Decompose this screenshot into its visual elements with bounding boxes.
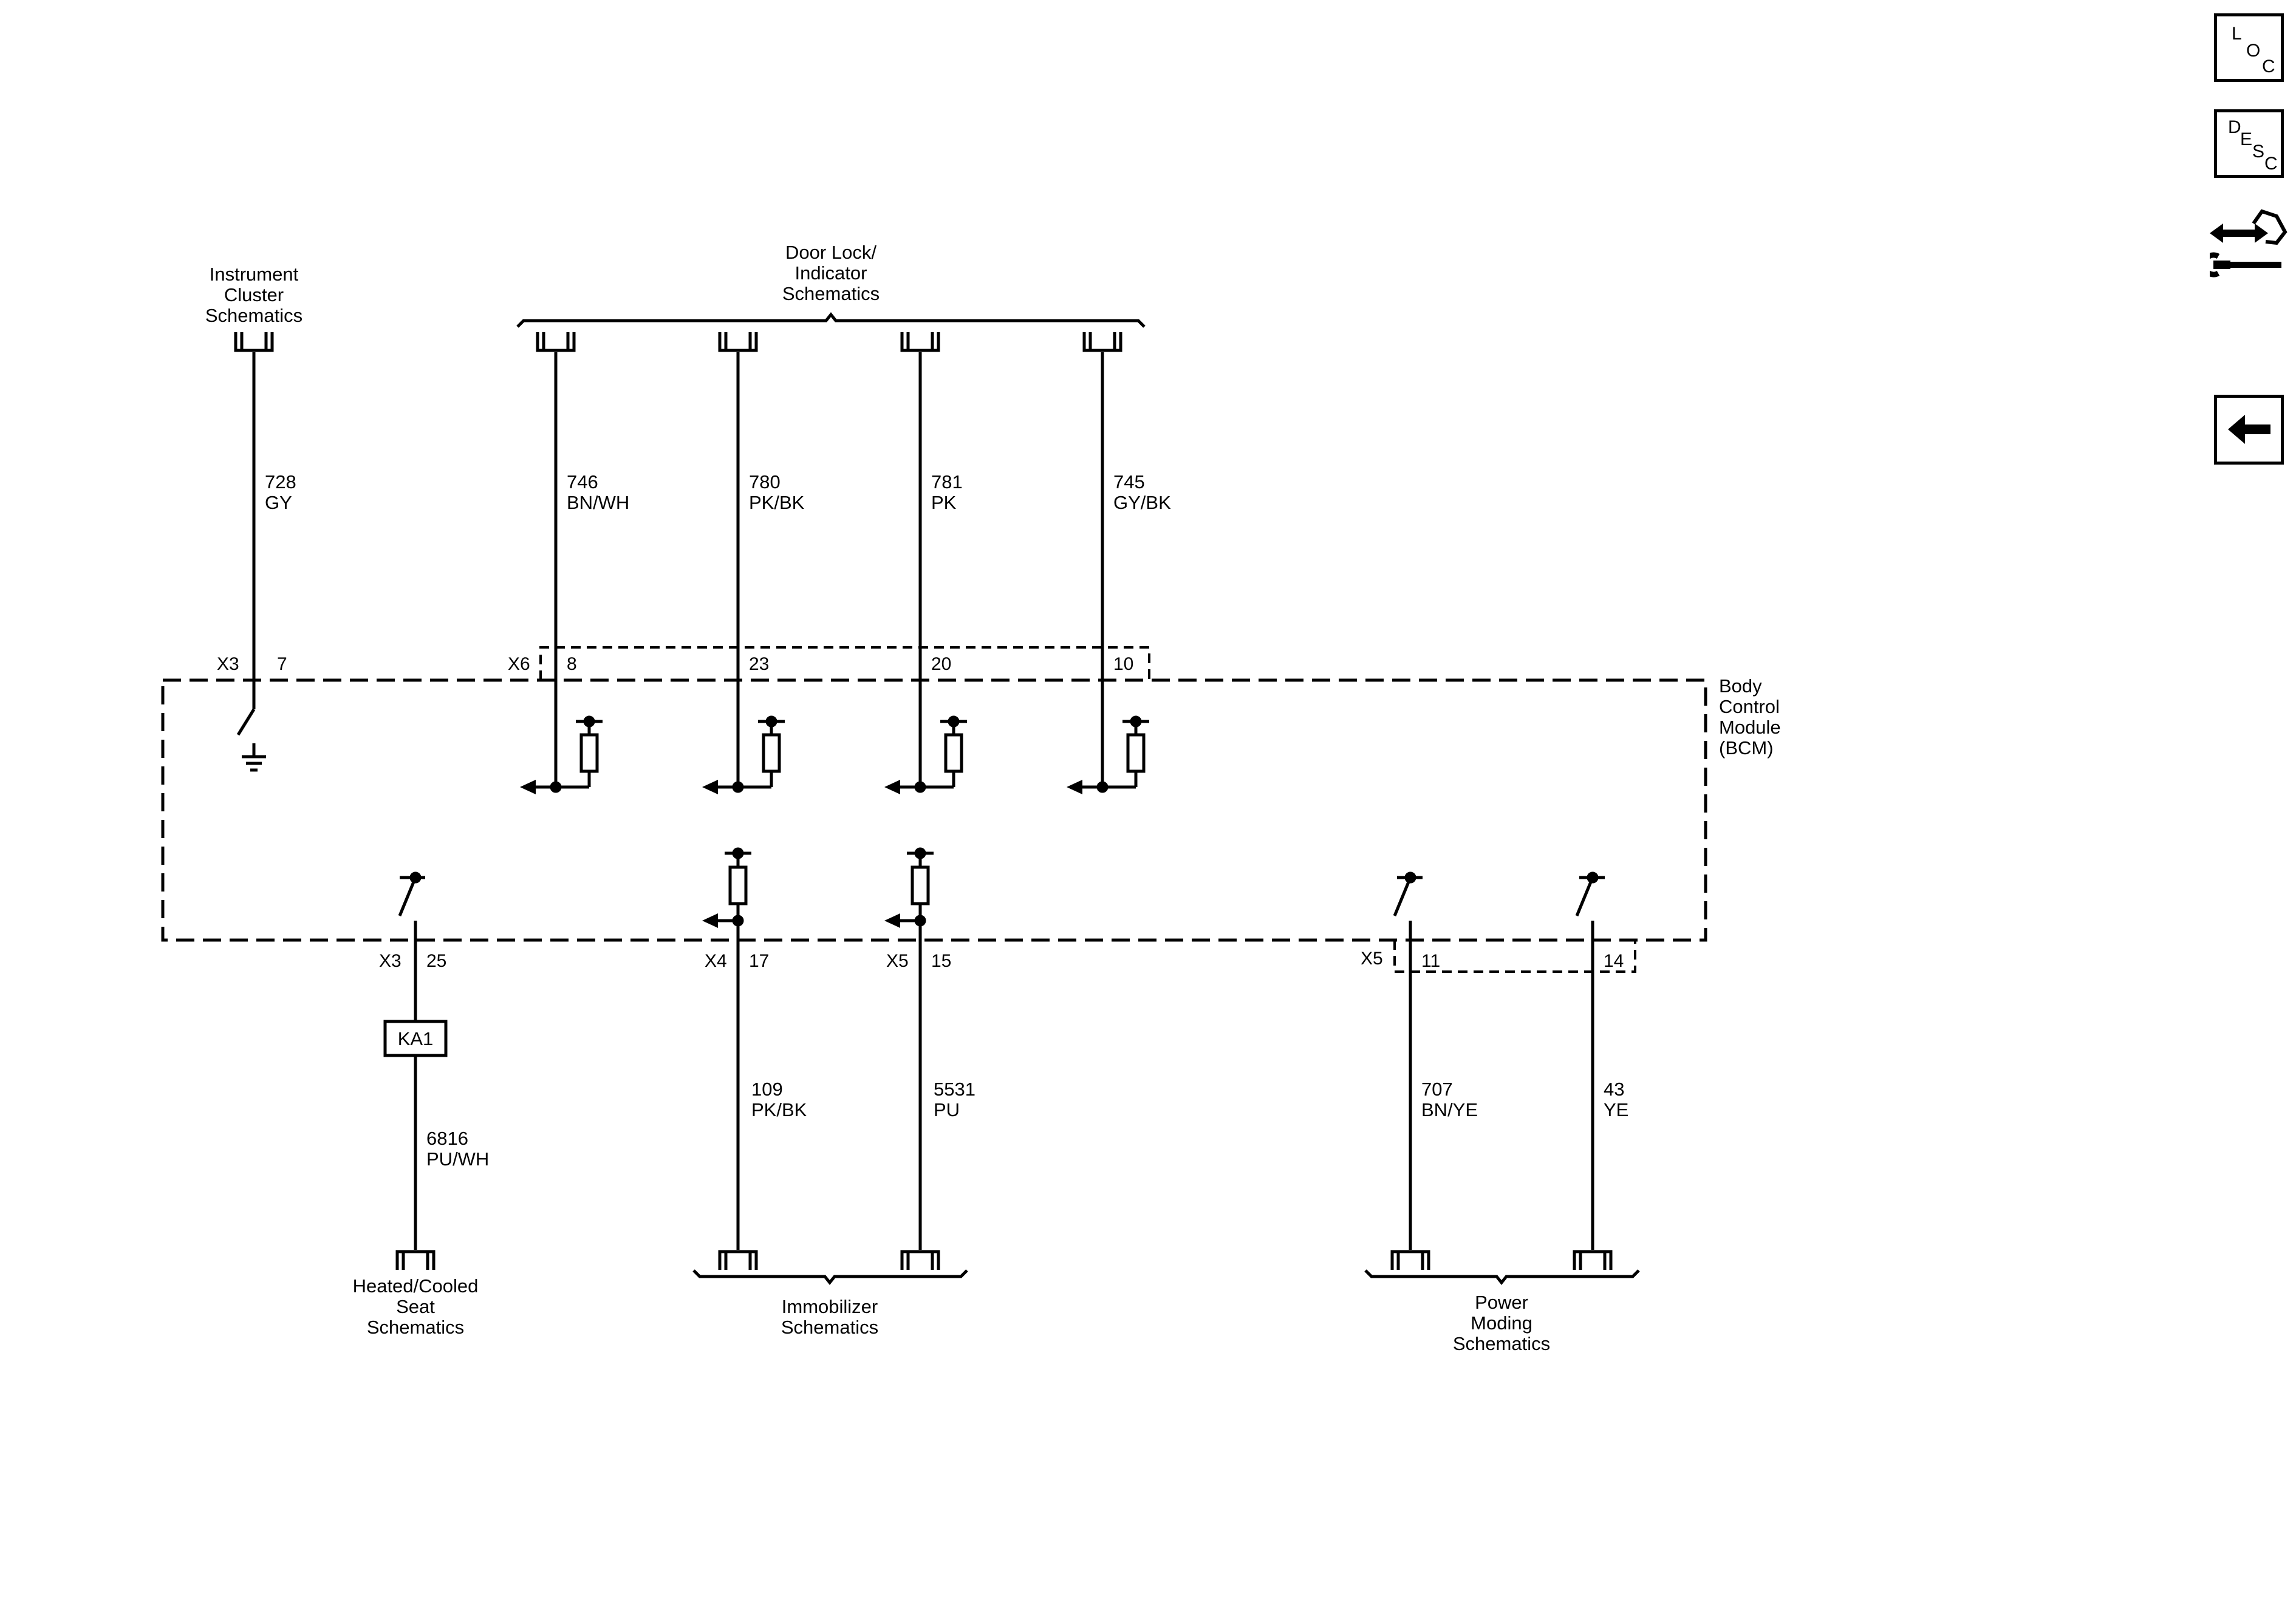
connector-x3-top: X3 (217, 654, 239, 674)
circuit-5531-color: PU (934, 1099, 960, 1120)
circuit-5531-number: 5531 (934, 1079, 975, 1100)
input-circuit-780 (702, 715, 785, 794)
location-button[interactable]: L O C (2214, 13, 2284, 82)
description-button[interactable]: D E S C (2214, 109, 2284, 178)
svg-text:Schematics: Schematics (782, 283, 880, 304)
pin-17: 17 (749, 951, 769, 971)
circuit-745-color: GY/BK (1113, 492, 1171, 513)
pin-15: 15 (931, 951, 951, 971)
svg-text:Heated/Cooled: Heated/Cooled (353, 1275, 479, 1297)
svg-text:Immobilizer: Immobilizer (782, 1296, 878, 1317)
immobilizer-brace (692, 1269, 968, 1286)
connector-view-button[interactable] (2201, 205, 2289, 287)
circuit-109-color: PK/BK (751, 1099, 807, 1120)
circuit-43-number: 43 (1604, 1079, 1624, 1100)
pin-7: 7 (277, 654, 287, 674)
pin-10: 10 (1113, 654, 1133, 674)
input-switch-707 (1393, 871, 1423, 940)
instrument-cluster-switch (236, 708, 266, 772)
pin-8: 8 (567, 654, 577, 674)
x5-connector-outline (1393, 940, 1636, 973)
immobilizer-destination[interactable]: Immobilizer Schematics (692, 1252, 968, 1338)
input-circuit-109 (702, 847, 751, 940)
circuit-109-number: 109 (751, 1079, 783, 1100)
svg-text:Schematics: Schematics (367, 1317, 464, 1338)
bcm-label-4: (BCM) (1719, 737, 1774, 759)
circuit-728-color: GY (265, 492, 292, 513)
bcm-boundary (161, 678, 1707, 942)
svg-text:Cluster: Cluster (224, 284, 284, 305)
svg-text:Schematics: Schematics (205, 305, 302, 326)
connector-end-view-icon (2201, 209, 2287, 278)
output-switch-6816 (398, 871, 425, 940)
connector-x3-bottom: X3 (379, 951, 401, 971)
desc-letter-d: D (2228, 117, 2241, 137)
input-circuit-746 (520, 715, 603, 794)
door-lock-brace (516, 312, 1146, 328)
bcm-label-3: Module (1719, 717, 1781, 738)
circuit-6816-color: PU/WH (426, 1148, 489, 1170)
input-circuit-781 (884, 715, 967, 794)
svg-text:Door Lock/: Door Lock/ (785, 242, 876, 263)
circuit-746-number: 746 (567, 471, 598, 493)
connector-x5-pin15: X5 (886, 951, 909, 971)
loc-letter-l: L (2232, 24, 2242, 44)
instrument-cluster-connector (236, 332, 272, 350)
svg-text:Instrument: Instrument (210, 264, 299, 285)
connector-x6: X6 (508, 654, 530, 674)
circuit-746-color: BN/WH (567, 492, 629, 513)
pin-11: 11 (1421, 951, 1440, 971)
back-button[interactable] (2214, 395, 2284, 465)
circuit-707-number: 707 (1421, 1079, 1453, 1100)
circuit-745-number: 745 (1113, 471, 1145, 493)
pin-25: 25 (426, 951, 446, 971)
circuit-781-number: 781 (931, 471, 963, 493)
circuit-43-color: YE (1604, 1099, 1628, 1120)
bcm-label-1: Body (1719, 675, 1762, 697)
door-lock-indicator-destination[interactable]: Door Lock/ Indicator Schematics (516, 242, 1146, 350)
back-arrow-icon (2228, 415, 2270, 444)
power-moding-brace (1364, 1269, 1640, 1286)
svg-text:Schematics: Schematics (1453, 1333, 1550, 1354)
heated-cooled-seat-destination[interactable]: Heated/Cooled Seat Schematics (353, 1252, 479, 1338)
circuit-780-color: PK/BK (749, 492, 805, 513)
ka1-component[interactable]: KA1 (383, 1020, 448, 1057)
x6-connector-outline (539, 646, 1150, 680)
circuit-781-color: PK (931, 492, 957, 513)
svg-text:KA1: KA1 (398, 1028, 434, 1049)
input-switch-43 (1575, 871, 1605, 940)
connector-x5-pin11: X5 (1361, 949, 1383, 969)
svg-text:Schematics: Schematics (781, 1317, 878, 1338)
pin-23: 23 (749, 654, 769, 674)
power-moding-destination[interactable]: Power Moding Schematics (1364, 1252, 1640, 1354)
circuit-6816-number: 6816 (426, 1128, 468, 1149)
svg-text:Power: Power (1475, 1292, 1528, 1313)
loc-letter-o: O (2246, 41, 2261, 61)
connector-x4: X4 (705, 951, 727, 971)
svg-text:Seat: Seat (396, 1296, 435, 1317)
pin-20: 20 (931, 654, 951, 674)
input-circuit-745 (1067, 715, 1149, 794)
input-circuit-5531 (884, 847, 934, 940)
desc-letter-s: S (2252, 141, 2265, 162)
svg-text:Indicator: Indicator (795, 262, 867, 284)
pin-14: 14 (1604, 951, 1624, 971)
desc-letter-e: E (2240, 129, 2253, 149)
circuit-780-number: 780 (749, 471, 781, 493)
bcm-label-2: Control (1719, 696, 1780, 717)
loc-letter-c: C (2262, 56, 2275, 77)
svg-text:Moding: Moding (1471, 1312, 1532, 1334)
desc-letter-c: C (2264, 154, 2278, 174)
circuit-728-number: 728 (265, 471, 296, 493)
instrument-cluster-destination[interactable]: Instrument Cluster Schematics (205, 264, 302, 350)
circuit-707-color: BN/YE (1421, 1099, 1478, 1120)
